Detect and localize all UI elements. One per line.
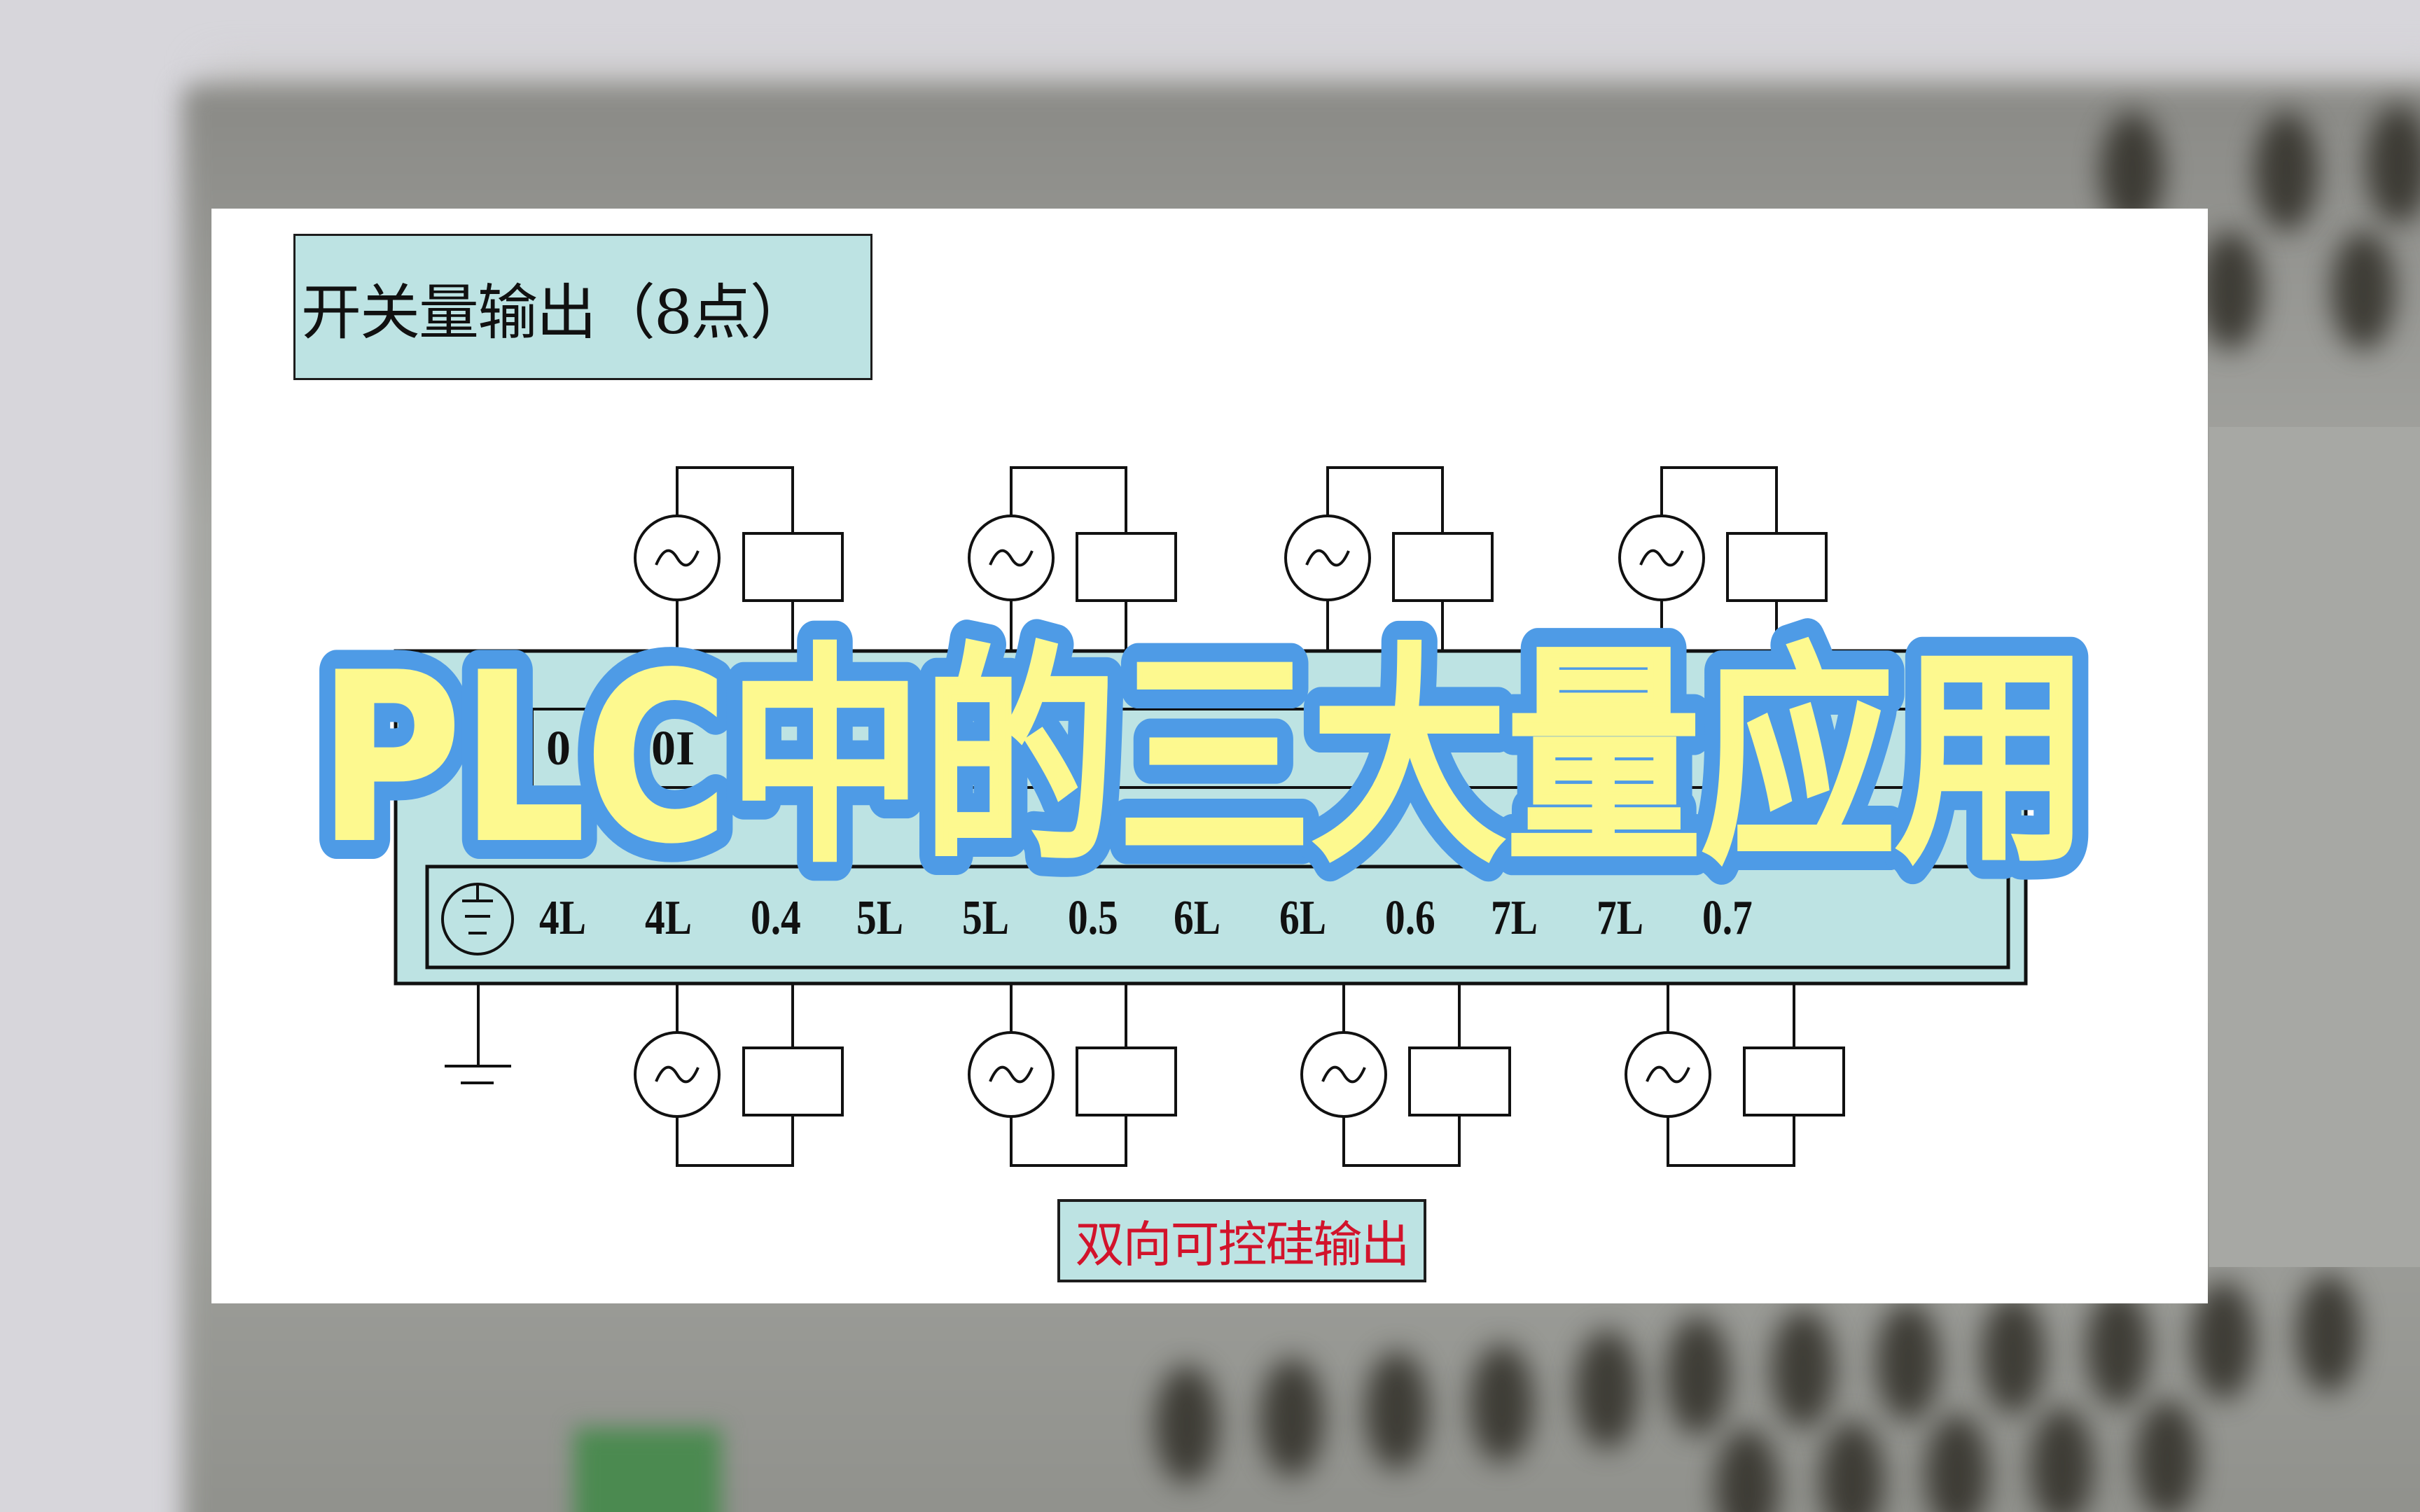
caption-text: 双向可控硅输出 bbox=[1075, 1216, 1410, 1273]
terminal-label: 0.7 bbox=[1702, 891, 1753, 945]
terminal-label: 0.6 bbox=[1385, 891, 1435, 945]
bottom-circuit-1 bbox=[634, 983, 844, 1167]
overlay-title-fill: PLC中的三大量应用 bbox=[319, 624, 2090, 893]
bottom-circuit-4 bbox=[1625, 983, 1845, 1167]
protective-earth-icon bbox=[441, 883, 514, 955]
section-header: 开关量输出（8点） bbox=[293, 234, 872, 380]
terminal-label: 7L bbox=[1597, 891, 1643, 945]
bottom-circuit-2 bbox=[968, 983, 1177, 1167]
bottom-circuit-3 bbox=[1300, 983, 1511, 1167]
terminal-labels: 4L 4L 0.4 5L 5L 0.5 6L 6L 0.6 7L 7L 0.7 bbox=[539, 883, 1808, 953]
terminal-label: 0.5 bbox=[1068, 891, 1118, 945]
overlay-title: PLC中的三大量应用 PLC中的三大量应用 bbox=[298, 604, 2110, 913]
terminal-label: 4L bbox=[645, 891, 692, 945]
terminal-label: 5L bbox=[856, 891, 903, 945]
top-circuit-4 bbox=[1618, 466, 1828, 651]
terminal-label: 6L bbox=[1174, 891, 1221, 945]
terminal-label: 4L bbox=[539, 891, 586, 945]
upper-terminal-label: 0 bbox=[546, 722, 571, 776]
output-type-caption: 双向可控硅输出 bbox=[1057, 1199, 1426, 1282]
ground-icon bbox=[445, 983, 511, 1084]
terminal-label: 7L bbox=[1491, 891, 1538, 945]
top-circuit-1 bbox=[634, 466, 844, 651]
section-title: 开关量输出（8点） bbox=[301, 278, 810, 348]
terminal-strip bbox=[425, 864, 2010, 969]
terminal-label: 0.4 bbox=[751, 891, 801, 945]
top-circuit-3 bbox=[1284, 466, 1494, 651]
terminal-label: 5L bbox=[962, 891, 1009, 945]
top-circuit-2 bbox=[968, 466, 1177, 651]
terminal-label: 6L bbox=[1279, 891, 1326, 945]
upper-terminal-row: 0 0I bbox=[546, 721, 756, 777]
overlay-title-stroke: PLC中的三大量应用 bbox=[319, 624, 2090, 893]
upper-terminal-label: 0I bbox=[651, 722, 695, 776]
